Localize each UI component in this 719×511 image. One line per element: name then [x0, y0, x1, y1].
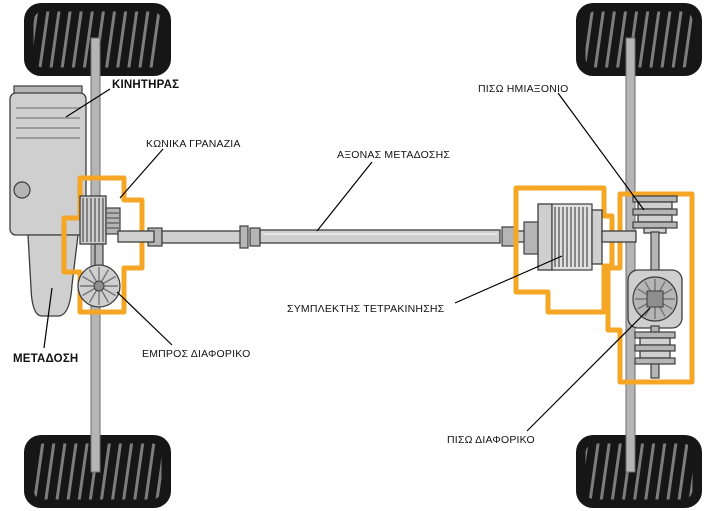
label-bevel-gears: ΚΩΝΙΚΑ ΓΡΑΝΑΖΙΑ — [146, 138, 241, 150]
tire-rear-right — [576, 435, 702, 508]
rear-differential — [627, 231, 683, 335]
label-transmission: ΜΕΤΑΔΟΣΗ — [13, 353, 78, 365]
leader-line-rear-half-shaft — [557, 92, 645, 211]
leader-line-engine — [65, 88, 111, 118]
label-front-differential: ΕΜΠΡΟΣ ΔΙΑΦΟΡΙΚΟ — [142, 348, 250, 360]
leader-line-transmission — [43, 287, 53, 349]
label-clutch: ΣΥΜΠΛΕΚΤΗΣ ΤΕΤΡΑΚΙΝΗΣΗΣ — [287, 303, 445, 315]
clutch-highlight — [513, 185, 615, 315]
leader-line-clutch — [454, 255, 563, 304]
label-engine: ΚΙΝΗΤΗΡΑΣ — [112, 79, 179, 91]
leader-line-drive-shaft — [316, 161, 373, 232]
rear-differential-highlight — [605, 191, 695, 385]
tire-front-right — [576, 3, 702, 76]
bevel-gears — [79, 195, 155, 245]
label-drive-shaft: ΑΞΟΝΑΣ ΜΕΤΑΔΟΣΗΣ — [337, 149, 450, 161]
leader-line-rear-differential — [526, 307, 651, 432]
transmission-housing — [27, 234, 79, 317]
label-rear-half-shaft: ΠΙΣΩ ΗΜΙΑΞΟΝΙΟ — [478, 83, 568, 95]
rear-axle — [625, 37, 636, 473]
engine-block — [9, 85, 87, 236]
four-wheel-drive-clutch — [523, 203, 637, 271]
front-differential — [77, 243, 121, 308]
drive-shaft — [147, 225, 534, 249]
rear-half-shaft-pulley — [632, 195, 678, 234]
front-differential-highlight — [61, 175, 145, 315]
label-rear-differential: ΠΙΣΩ ΔΙΑΦΟΡΙΚΟ — [447, 434, 535, 446]
leader-line-front-differential — [116, 291, 173, 346]
rear-pulley-lower — [634, 331, 676, 379]
leader-line-bevel-gears — [119, 148, 164, 199]
